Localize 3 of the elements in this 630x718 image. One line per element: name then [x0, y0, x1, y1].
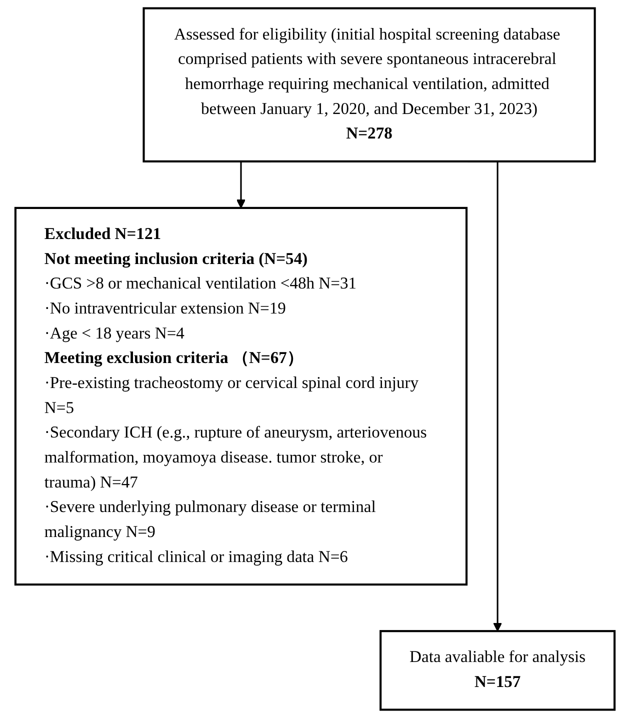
- node-box: Excluded N=121 Not meeting inclusion criteria (N=54) ·GCS >8 or mechanical ventilation <48h N=31 ·No intraventricular extension N=19 ·Age < 18 years N=4 Meeting exclusion criteria （N=67） ·Pre-existing tracheostomy or cervical spinal cord injury N=5 ·Secondary ICH (e.g., rupture of aneurysm, arteriovenous malformation, moyamoya disease. tumor stroke, or trauma) N=47 ·Severe underlying pulmonary disease or terminal malignancy N=9 ·Missing critical clinical or imaging data N=6: [14, 206, 468, 586]
- node-box: Assessed for eligibility (initial hospital screening database comprised patients with severe spontaneous intracerebral hemorrhage requiring mechanical ventilation, admitted between January 1, 2020, and December 31, 2023) N=278: [142, 7, 596, 162]
- node-box: Data avaliable for analysis N=157: [380, 630, 616, 711]
